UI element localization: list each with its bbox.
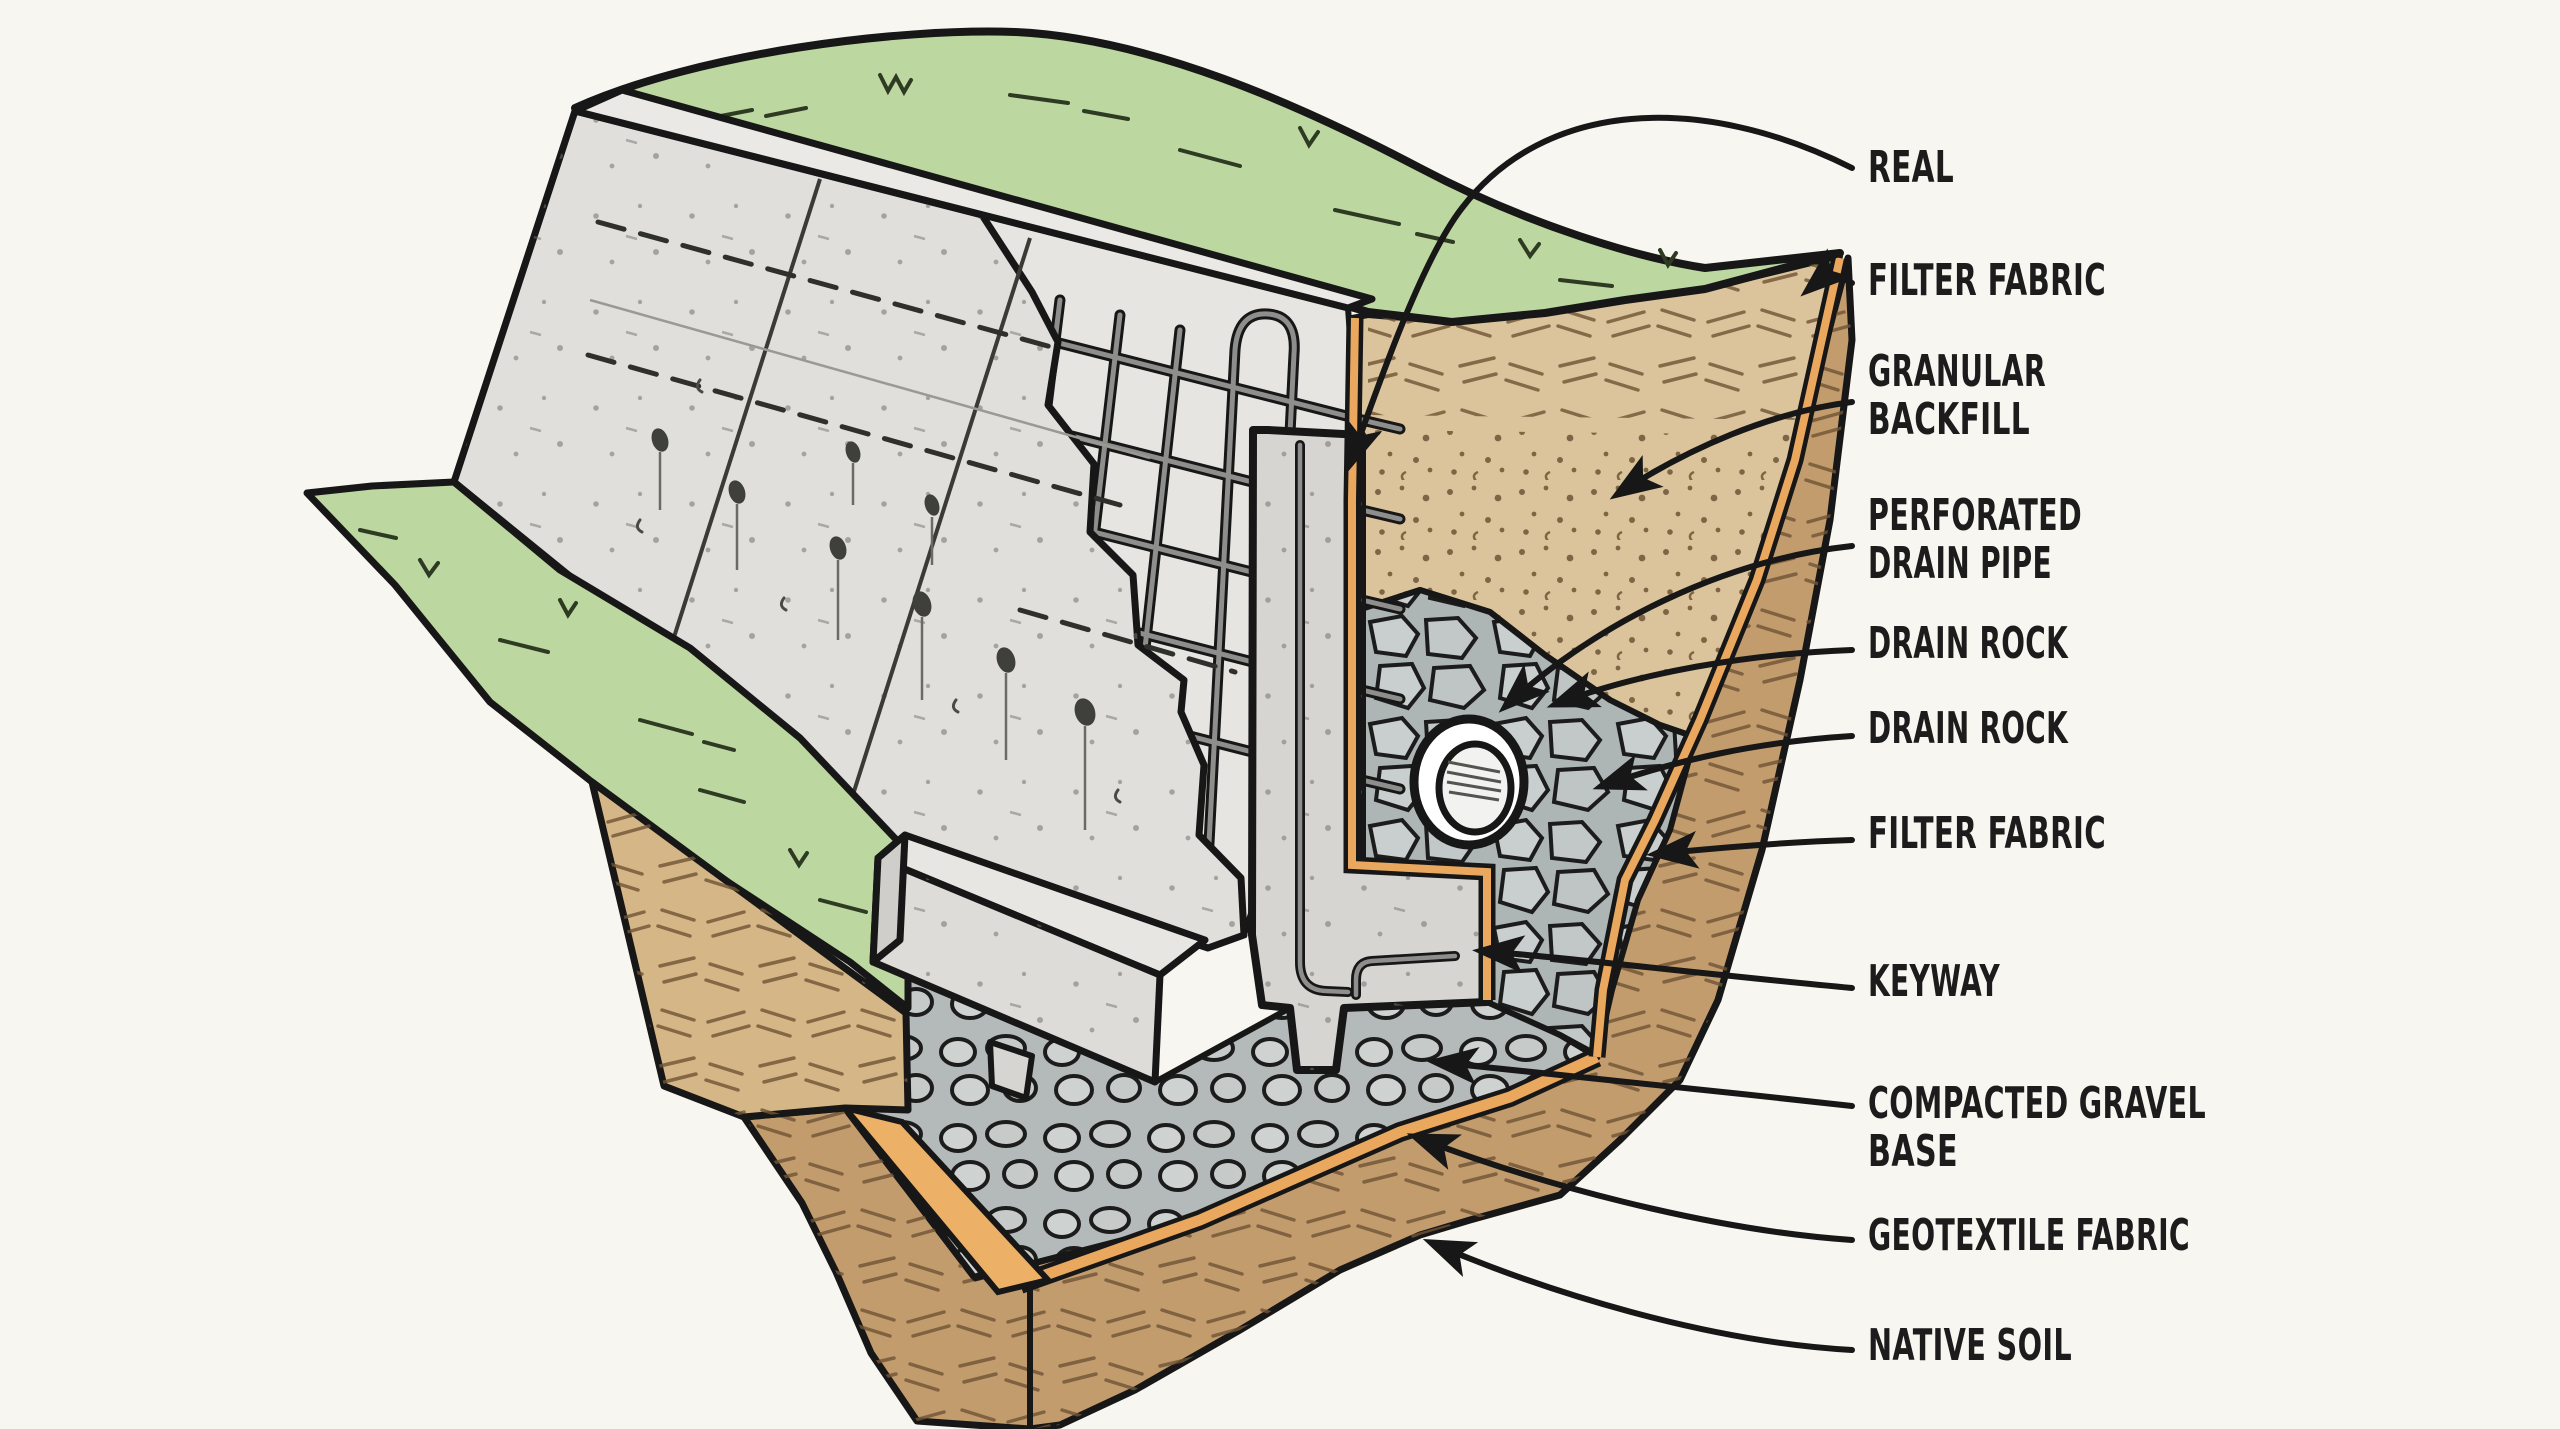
geotextile-band bbox=[836, 1047, 1602, 1296]
footing-block bbox=[869, 831, 1209, 1101]
wall-cap bbox=[571, 86, 1376, 312]
leader-native-soil bbox=[1422, 1239, 1855, 1353]
label-keyway: KEYWAY bbox=[1868, 956, 2000, 1007]
granular-backfill-region bbox=[1349, 253, 1843, 740]
label-rebar: REAL bbox=[1868, 142, 1954, 193]
label-filter-fabric-top: FILTER FABRIC bbox=[1868, 255, 2106, 306]
filter-fabric-line-right bbox=[1588, 256, 1849, 1058]
drain-pipe bbox=[1409, 714, 1529, 850]
label-granular-backfill-2: BACKFILL bbox=[1868, 394, 2030, 445]
leader-geotextile-fabric bbox=[1406, 1133, 1855, 1243]
footing-keyway-ridge bbox=[987, 1039, 1035, 1101]
footing-left-face bbox=[869, 831, 909, 966]
leader-granular-backfill bbox=[1609, 399, 1855, 500]
retaining-wall bbox=[450, 86, 1376, 952]
label-native-soil: NATIVE SOIL bbox=[1868, 1320, 2072, 1371]
label-perforated-drain-pipe-2: DRAIN PIPE bbox=[1868, 538, 2052, 589]
label-perforated-drain-pipe-1: PERFORATED bbox=[1868, 490, 2082, 541]
label-granular-backfill-1: GRANULAR bbox=[1868, 346, 2046, 397]
leader-rebar bbox=[1346, 114, 1855, 474]
leader-filter-fabric-top bbox=[1800, 248, 1855, 297]
leader-compacted-gravel-base bbox=[1426, 1047, 1855, 1109]
label-drain-rock-2: DRAIN ROCK bbox=[1868, 703, 2069, 754]
front-cut-soil bbox=[588, 778, 912, 1121]
leader-perforated-drain-pipe bbox=[1498, 543, 1855, 713]
leader-filter-fabric-side bbox=[1646, 830, 1855, 869]
leader-keyway bbox=[1472, 935, 1855, 991]
leader-drain-rock-1 bbox=[1546, 647, 1855, 708]
upper-grass bbox=[571, 27, 1844, 326]
topsoil-hatch-band bbox=[1368, 256, 1840, 420]
wall-dashed-lines bbox=[585, 219, 1238, 675]
label-compacted-gravel-base-2: BASE bbox=[1868, 1126, 1958, 1177]
label-geotextile-fabric: GEOTEXTILE FABRIC bbox=[1868, 1210, 2190, 1261]
label-filter-fabric-side: FILTER FABRIC bbox=[1868, 808, 2106, 859]
label-compacted-gravel-base-1: COMPACTED GRAVEL bbox=[1868, 1078, 2206, 1129]
leader-drain-rock-2 bbox=[1592, 733, 1855, 791]
label-drain-rock-1: DRAIN ROCK bbox=[1868, 618, 2069, 669]
weep-holes bbox=[651, 428, 1096, 830]
wall-section bbox=[1248, 426, 1491, 1074]
